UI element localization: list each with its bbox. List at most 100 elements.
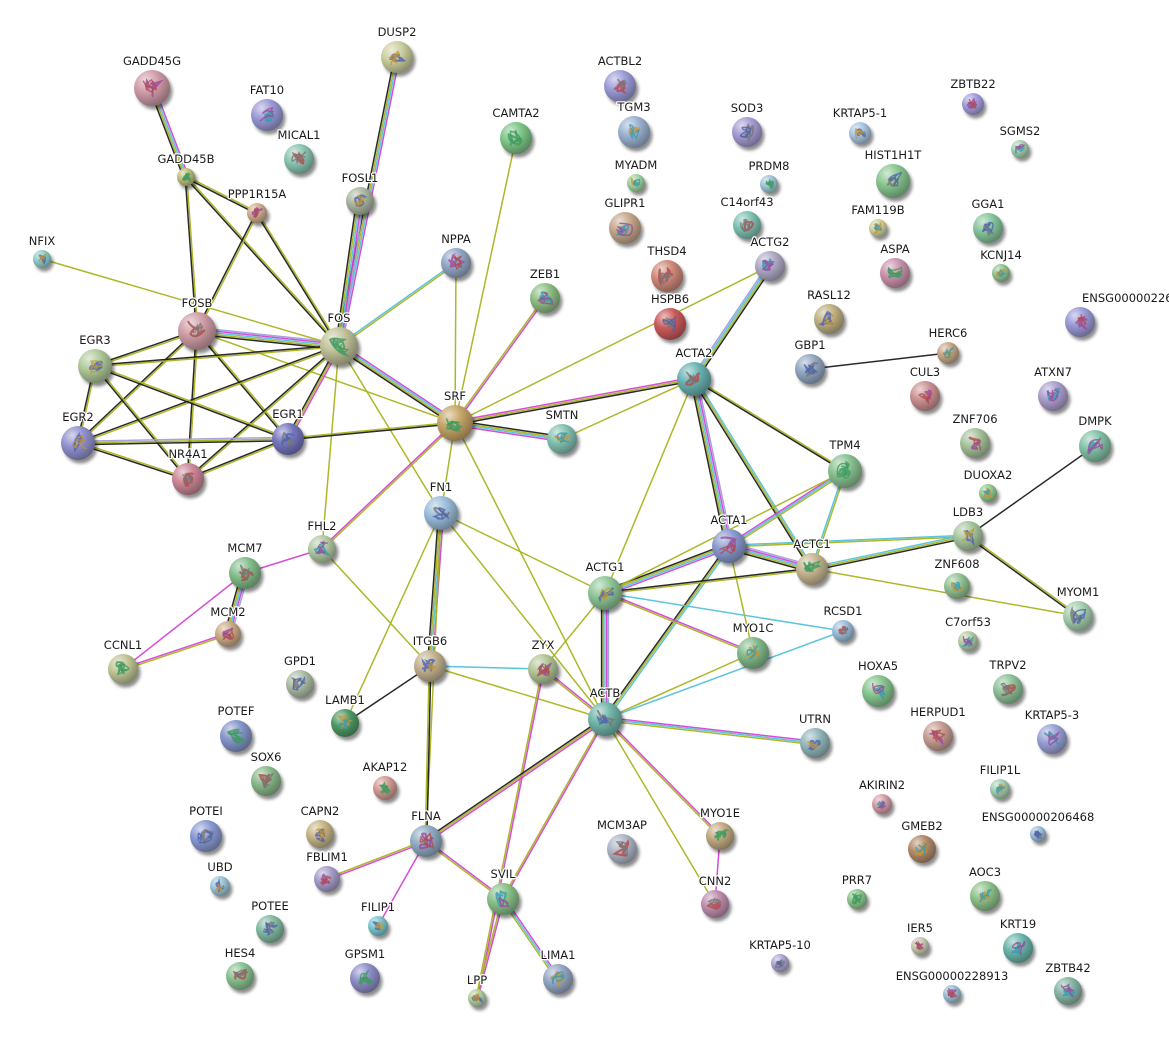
edge-ACTA1-LDB3[interactable]	[728, 534, 969, 548]
node-NR4A1[interactable]	[172, 463, 207, 499]
edge-FN1-ACTB[interactable]	[440, 512, 606, 720]
node-PPP1R15A[interactable]	[247, 203, 270, 227]
node-ACTG2[interactable]	[755, 251, 788, 285]
edge-LDB3-DMPK[interactable]	[967, 445, 1096, 537]
node-AOC3[interactable]	[970, 881, 1003, 915]
node-PRDM8[interactable]	[760, 175, 781, 197]
node-FAT10[interactable]	[251, 99, 286, 135]
edge-FOSB-NR4A1[interactable]	[186, 330, 199, 480]
node-IER5[interactable]	[911, 937, 932, 959]
edge-FLNA-FBLIM1[interactable]	[325, 839, 428, 881]
edge-ACTB-FLNA[interactable]	[424, 716, 607, 844]
node-SGMS2[interactable]	[1011, 140, 1032, 162]
edge-SRF-ACTA2[interactable]	[453, 376, 696, 426]
edge-LAMB1-ITGB6[interactable]	[344, 665, 431, 724]
node-POTEI[interactable]	[190, 820, 225, 856]
node-FHL2[interactable]	[308, 535, 339, 567]
node-FOSL1[interactable]	[346, 187, 377, 219]
edge-FOSL1-FOS[interactable]	[334, 199, 365, 348]
edge-ACTA2-ACTG1[interactable]	[604, 378, 695, 594]
node-MYADM[interactable]	[627, 174, 648, 196]
edge-ITGB6-ZYX[interactable]	[429, 665, 544, 670]
edge-GBP1-HERC6[interactable]	[809, 352, 949, 370]
node-ASPA[interactable]	[880, 258, 913, 292]
node-ZBTB42[interactable]	[1054, 977, 1085, 1009]
node-CNN2[interactable]	[701, 890, 732, 922]
node-ITGB6[interactable]	[414, 650, 449, 686]
node-ACTBL2[interactable]	[604, 70, 639, 106]
node-ACTG1[interactable]	[588, 576, 625, 614]
node-ZNF608[interactable]	[944, 573, 973, 603]
node-CAPN2[interactable]	[306, 820, 337, 852]
node-FAM119B[interactable]	[869, 219, 890, 241]
node-KCNJ14[interactable]	[992, 264, 1013, 286]
node-ZYX[interactable]	[528, 654, 561, 688]
edge-ACTC1-MYOM1[interactable]	[811, 568, 1079, 617]
edge-FOS-SRF[interactable]	[336, 343, 458, 426]
node-EGR3[interactable]	[78, 349, 115, 387]
node-MYOM1[interactable]	[1063, 601, 1096, 635]
edge-CCNL1-MCM7[interactable]	[122, 572, 246, 670]
node-EGR1[interactable]	[272, 423, 307, 459]
node-ACTA2[interactable]	[677, 362, 714, 400]
edge-FHL2-SRF[interactable]	[320, 421, 457, 551]
node-HSPB6[interactable]	[654, 308, 689, 344]
edge-ACTC1-LDB3[interactable]	[810, 533, 970, 572]
node-ATXN7[interactable]	[1038, 381, 1071, 415]
node-GPD1[interactable]	[286, 670, 317, 702]
edge-ACTA2-ACTC1[interactable]	[691, 377, 815, 571]
node-GADD45G[interactable]	[134, 70, 173, 110]
node-ENSG00000228913[interactable]	[943, 985, 964, 1007]
node-FBLIM1[interactable]	[314, 866, 343, 896]
edge-EGR1-SRF[interactable]	[287, 421, 456, 441]
node-FILIP1[interactable]	[368, 916, 391, 940]
node-KRTAP5-1[interactable]	[849, 122, 874, 148]
node-ZNF706[interactable]	[960, 428, 993, 462]
node-DUOXA2[interactable]	[979, 484, 1000, 506]
node-HERPUD1[interactable]	[923, 721, 956, 755]
node-ZEB1[interactable]	[530, 283, 563, 317]
node-NPPA[interactable]	[441, 248, 474, 282]
edge-CAMTA2-SRF[interactable]	[454, 137, 517, 424]
node-LPP[interactable]	[468, 989, 489, 1011]
edge-LAMB1-FN1[interactable]	[344, 512, 442, 724]
edge-FOSB-EGR2[interactable]	[76, 329, 199, 445]
edge-FOSB-FOS[interactable]	[195, 326, 341, 351]
node-MCM7[interactable]	[229, 557, 264, 593]
edge-ACTA1-TPM4[interactable]	[727, 468, 847, 549]
node-AKAP12[interactable]	[373, 776, 400, 804]
node-TRPV2[interactable]	[993, 674, 1026, 708]
node-HIST1H1T[interactable]	[876, 164, 913, 202]
edge-ACTB-CNN2[interactable]	[604, 718, 716, 905]
node-SRF[interactable]	[437, 405, 476, 445]
edge-EGR3-EGR1[interactable]	[93, 364, 290, 441]
node-FOSB[interactable]	[178, 312, 219, 354]
edge-ACTB-MYO1E[interactable]	[603, 717, 722, 838]
edge-ACTC1-ACTG1[interactable]	[604, 567, 813, 595]
node-ACTA1[interactable]	[712, 529, 749, 567]
node-RCSD1[interactable]	[832, 620, 857, 646]
node-ZBTB22[interactable]	[962, 93, 987, 119]
edge-LDB3-MYOM1[interactable]	[966, 534, 1080, 618]
node-SVIL[interactable]	[487, 883, 522, 919]
node-HERC6[interactable]	[937, 342, 962, 368]
edge-FN1-ACTG1[interactable]	[440, 512, 606, 594]
edge-ACTG1-MYO1C[interactable]	[603, 591, 755, 655]
node-FILIP1L[interactable]	[990, 779, 1013, 803]
node-SOD3[interactable]	[732, 117, 765, 151]
edge-NFIX-FOS[interactable]	[41, 258, 340, 347]
node-ENSG00000226868[interactable]	[1065, 307, 1098, 341]
node-EGR2[interactable]	[61, 426, 98, 464]
node-ACTB[interactable]	[588, 702, 625, 740]
node-LIMA1[interactable]	[543, 964, 576, 998]
edge-FOS-EGR2[interactable]	[76, 344, 341, 445]
node-GBP1[interactable]	[795, 354, 828, 388]
edge-NPPA-SRF[interactable]	[454, 262, 457, 424]
edge-FOS-NPPA[interactable]	[337, 261, 458, 348]
edge-ACTA1-ACTB[interactable]	[602, 544, 732, 721]
node-FOS[interactable]	[320, 327, 361, 369]
node-SOX6[interactable]	[251, 766, 284, 800]
node-DUSP2[interactable]	[381, 41, 416, 77]
node-C7orf53[interactable]	[958, 631, 981, 655]
edge-ZEB1-SRF[interactable]	[453, 296, 547, 425]
